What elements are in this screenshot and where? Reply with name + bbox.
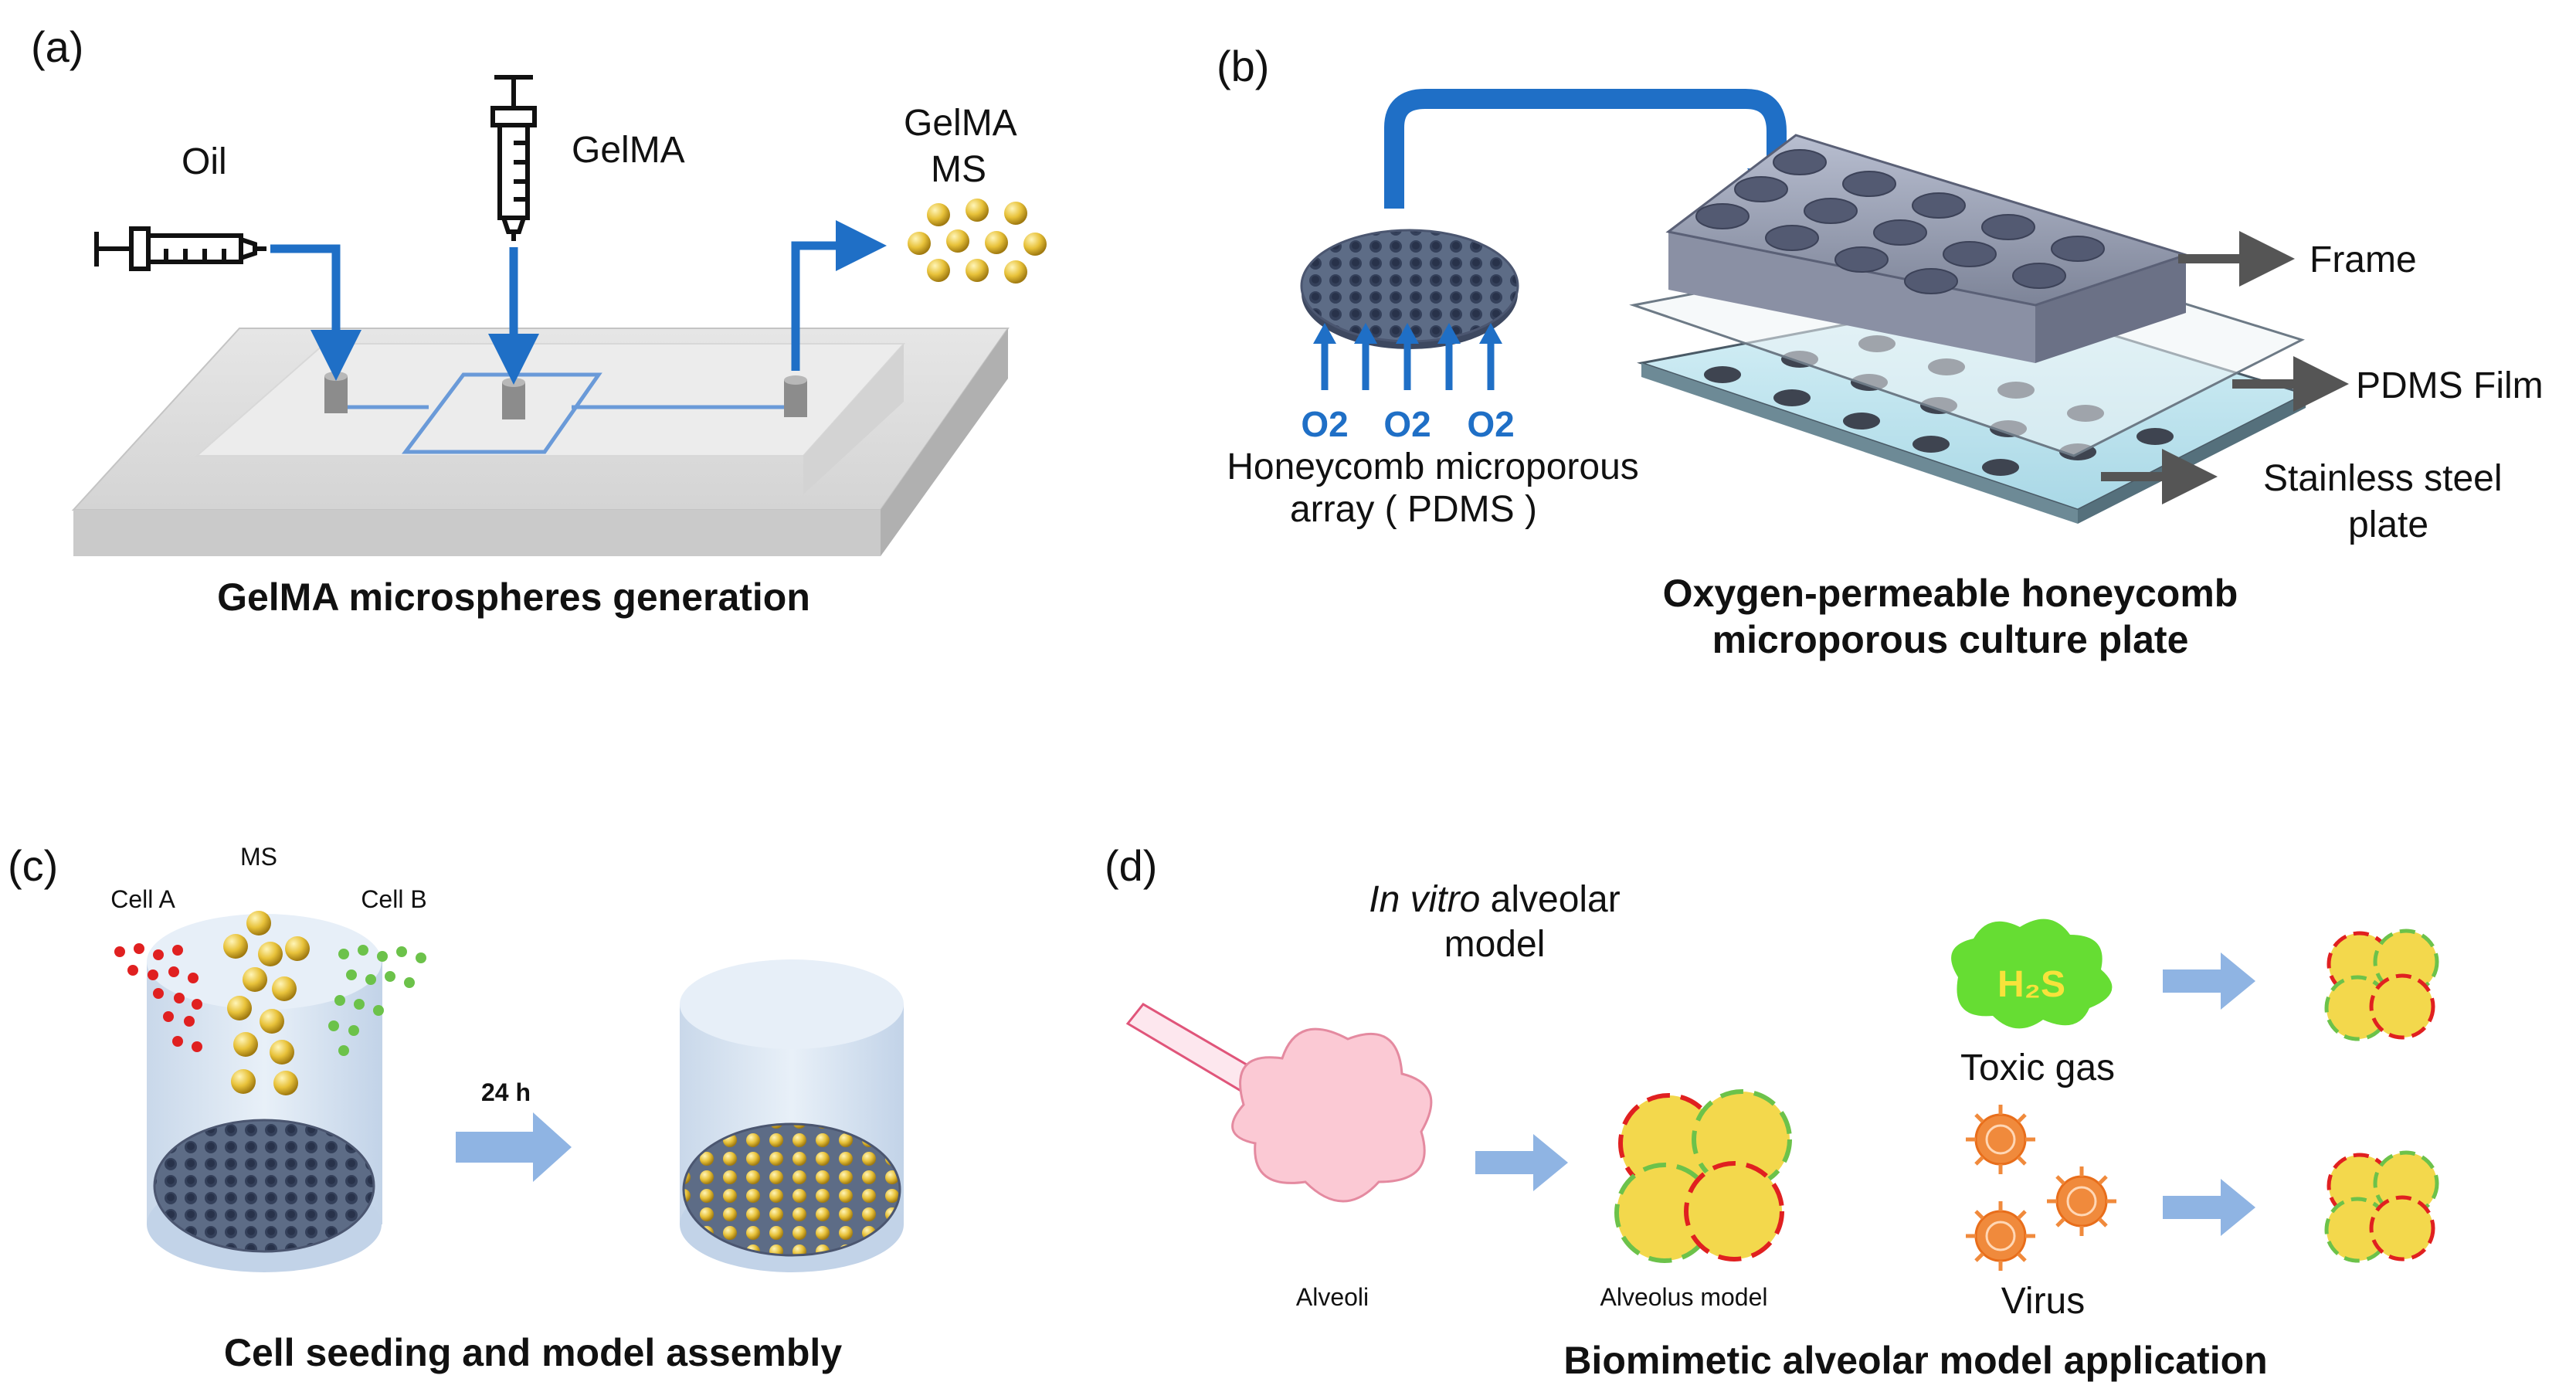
- seeding-cylinder: [147, 914, 382, 1272]
- model-label-italic: In vitro: [1369, 879, 1480, 920]
- model-arrow: [1475, 1134, 1568, 1191]
- gelma-ms-beads: [908, 199, 1047, 284]
- honeycomb-array-disk: [1300, 229, 1519, 349]
- panel-a-tag: (a): [31, 22, 83, 71]
- panel-d: (d) In vitro alveolar model Alveoli Alve…: [1105, 841, 2439, 1382]
- panel-c-title: Cell seeding and model assembly: [224, 1331, 842, 1374]
- time-arrow: [456, 1112, 572, 1182]
- virus-icon: [2047, 1166, 2116, 1236]
- outlet-flow-arrow: [791, 220, 887, 371]
- alveoli-shape: [1231, 1027, 1433, 1203]
- gas-formula: H₂S: [1997, 964, 2065, 1005]
- gelma-ms-label-line1: GelMA: [904, 103, 1017, 144]
- steel-label-line2: plate: [2348, 504, 2428, 545]
- transfer-arrow: [1384, 89, 1787, 209]
- culture-plate-stack: [1629, 134, 2309, 524]
- pdms-film-label: PDMS Film: [2356, 365, 2544, 406]
- virus-arrow: [2163, 1179, 2255, 1236]
- virus-icons: [1966, 1105, 2116, 1271]
- virus-result-model: [2324, 1150, 2439, 1263]
- cell-a-dots: [114, 943, 202, 1052]
- virus-icon: [1966, 1201, 2035, 1271]
- alveolus-model: [1614, 1089, 1792, 1263]
- microfluidic-chip: [71, 328, 1010, 556]
- array-label-line1: Honeycomb microporous: [1227, 447, 1639, 487]
- alveolus-model-label: Alveolus model: [1600, 1283, 1768, 1311]
- steel-label-line1: Stainless steel: [2263, 458, 2503, 499]
- panel-a: (a): [31, 22, 1047, 619]
- panel-b-title-line1: Oxygen-permeable honeycomb: [1663, 572, 2238, 615]
- gelma-ms-label-line2: MS: [931, 149, 986, 190]
- gelma-syringe-icon: [490, 75, 537, 241]
- o2-label-2: O2: [1383, 404, 1431, 444]
- panel-d-tag: (d): [1105, 841, 1157, 890]
- o2-label-3: O2: [1467, 404, 1514, 444]
- ms-beads: [223, 911, 310, 1095]
- panel-c-tag: (c): [8, 841, 58, 890]
- oxygen-arrows: [1313, 323, 1502, 390]
- alveoli-label: Alveoli: [1296, 1283, 1369, 1311]
- model-label-rest: alveolar: [1480, 879, 1620, 920]
- array-label-line2: array ( PDMS ): [1290, 489, 1537, 530]
- oil-label: Oil: [182, 141, 227, 182]
- o2-label-1: O2: [1301, 404, 1348, 444]
- panel-b: (b) O2 O2 O2 Honeycomb microporous array…: [1217, 42, 2544, 661]
- model-label-line1: In vitro alveolar: [1369, 879, 1620, 920]
- toxic-result-model: [2324, 929, 2439, 1041]
- virus-icon: [1966, 1105, 2035, 1174]
- oil-port: [324, 372, 348, 413]
- gelma-label: GelMA: [572, 130, 685, 171]
- toxic-arrow: [2163, 952, 2255, 1010]
- plate-frame-side: [1668, 232, 2035, 363]
- panel-a-title: GelMA microspheres generation: [217, 576, 810, 619]
- model-label-line2: model: [1444, 924, 1546, 965]
- toxic-gas-cloud-icon: [1951, 919, 2113, 1029]
- oil-syringe-icon: [94, 226, 266, 271]
- frame-label: Frame: [2310, 239, 2417, 280]
- assembled-cylinder: [680, 959, 904, 1272]
- oil-flow-arrow: [270, 244, 361, 381]
- gelma-port: [502, 378, 525, 419]
- panel-b-tag: (b): [1217, 42, 1269, 90]
- cell-b-label: Cell B: [361, 885, 426, 913]
- cell-a-label: Cell A: [110, 885, 175, 913]
- cell-b-dots: [328, 945, 426, 1056]
- time-label: 24 h: [481, 1078, 531, 1106]
- toxic-gas-label: Toxic gas: [1960, 1048, 2115, 1088]
- panel-c: (c) MS Cell A C: [8, 841, 904, 1374]
- panel-b-title-line2: microporous culture plate: [1712, 618, 2189, 661]
- panel-d-title: Biomimetic alveolar model application: [1563, 1339, 2267, 1382]
- ms-label: MS: [240, 843, 277, 871]
- outlet-port: [784, 375, 807, 417]
- virus-label: Virus: [2001, 1281, 2086, 1322]
